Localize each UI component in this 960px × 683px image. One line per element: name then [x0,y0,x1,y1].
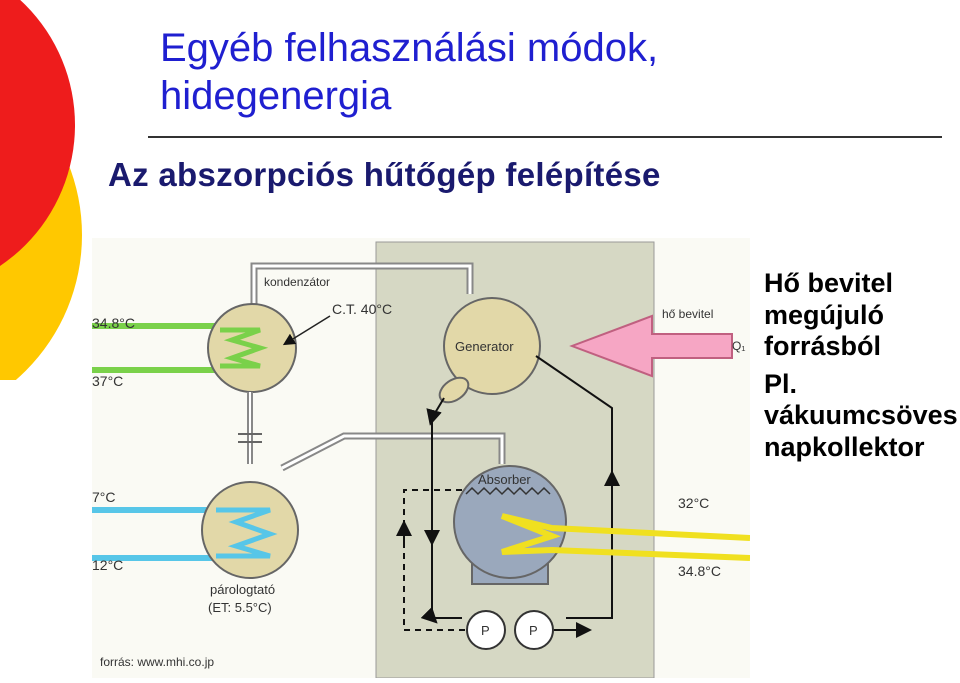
vapor-line-inner [252,264,472,318]
side-note: Hő bevitel megújuló forrásból Pl. vákuum… [764,268,958,463]
solution-line-up [535,355,613,619]
side-note-line-5: vákuumcsöves [764,400,958,430]
title-divider [148,136,942,138]
absorber-spray [465,486,551,496]
generator-vessel [443,297,541,395]
condenser-label: kondenzátor [264,275,330,289]
side-note-line-2: megújuló [764,299,884,330]
condenser-in-temp: 34.8°C [92,315,135,331]
source-label: forrás: www.mhi.co.jp [100,655,214,669]
side-note-line-4: Pl. [764,368,798,399]
evaporator-vessel [201,481,299,579]
absorber-in-temp: 32°C [678,495,709,511]
absorber-label: Absorber [478,472,531,487]
title-line-1: Egyéb felhasználási módok, [160,26,659,70]
q-label: Q₁ [732,339,745,353]
evaporator-in-temp: 7°C [92,489,116,505]
cooling-coil [500,513,750,561]
et-label: (ET: 5.5°C) [208,600,272,615]
pump-2 [514,610,554,650]
ct-label: C.T. 40°C [332,301,392,317]
generator-label: Generator [455,339,514,354]
absorption-chiller-diagram: kondenzátor C.T. 40°C Generator hő bevit… [92,238,750,678]
red-circle [0,0,75,266]
pump-2-label: P [529,623,538,638]
pump-1 [466,610,506,650]
pump-1-label: P [481,623,490,638]
title-line-2: hidegenergia [160,74,392,118]
evaporator-coil-inside [216,507,278,559]
decorative-circles [0,0,82,380]
heat-input-arrow [569,314,733,378]
condenser-out-temp: 37°C [92,373,123,389]
condenser-coil-inside [220,327,269,369]
slide-title: Egyéb felhasználási módok, hidegenergia [160,24,658,120]
evaporator-out-temp: 12°C [92,557,123,573]
side-note-line-6: napkollektor [764,431,925,462]
ct-pointer [282,315,331,346]
evaporator-label: párologtató [210,582,275,597]
side-note-line-1: Hő bevitel [764,268,894,298]
side-note-line-3: forrásból [764,331,882,361]
diagram-heading: Az abszorpciós hűtőgép felépítése [108,156,661,193]
heat-input-label: hő bevitel [662,307,713,321]
generator-outlet [438,376,470,404]
absorber-out-temp: 34.8°C [678,563,721,579]
